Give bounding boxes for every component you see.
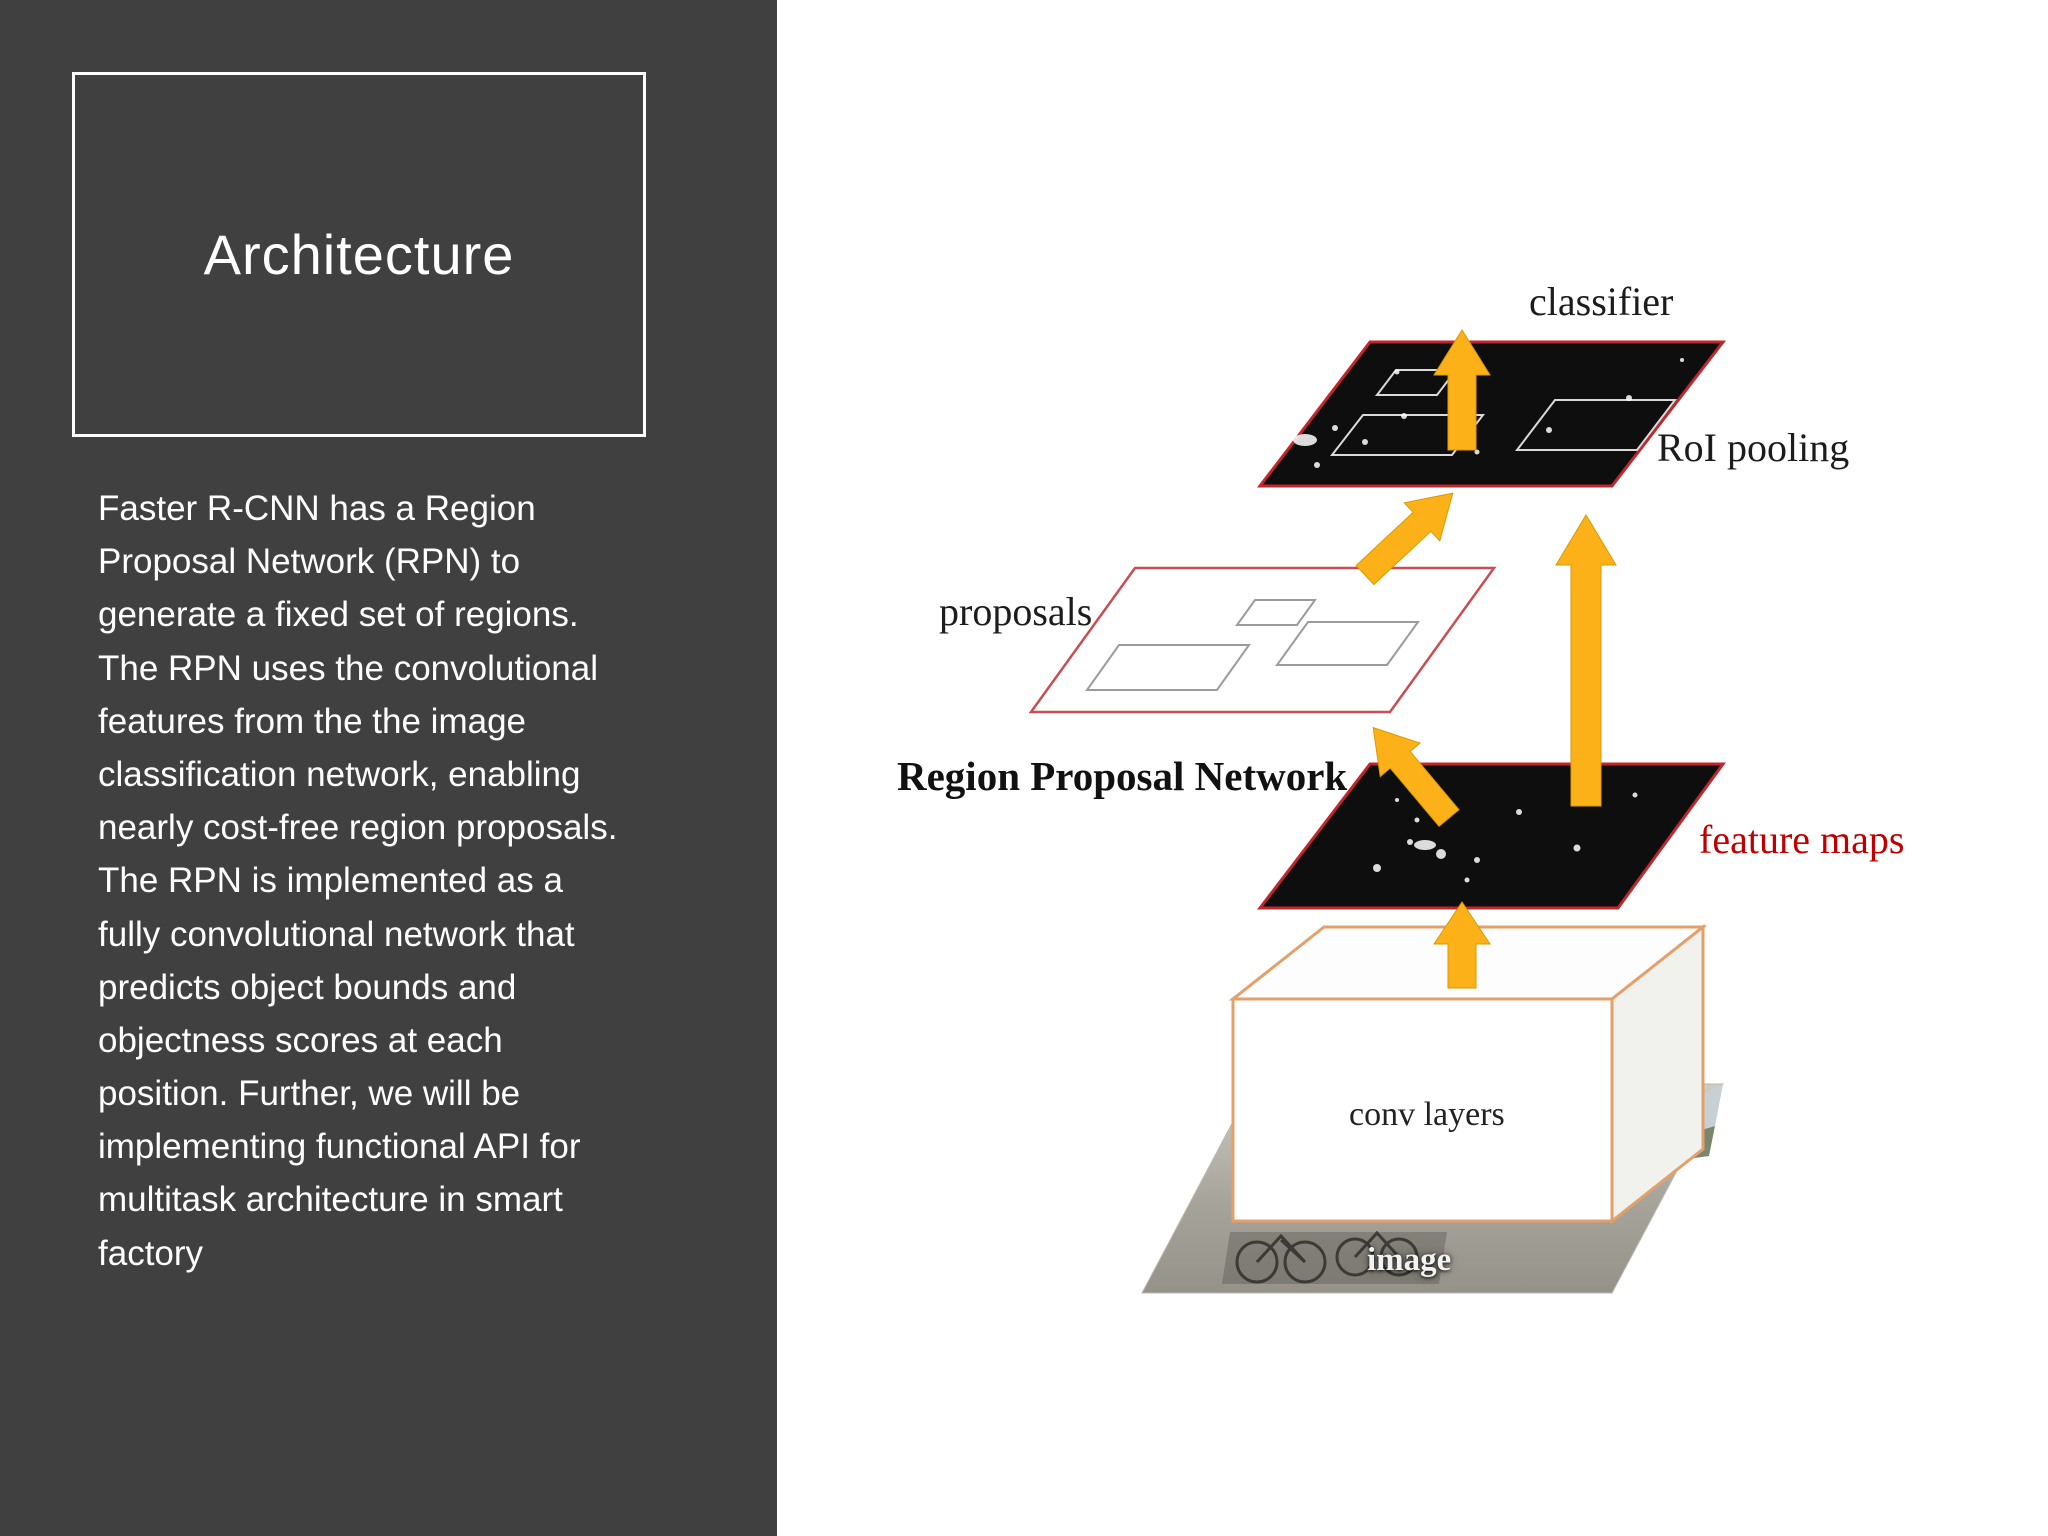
conv-box-front-face	[1231, 997, 1614, 1223]
label-image: image	[1367, 1242, 1452, 1278]
conv-layers-box	[1228, 923, 1708, 1225]
label-region-proposal-network: Region Proposal Network	[897, 753, 1348, 799]
proposal-boxes	[1085, 599, 1420, 691]
label-proposals: proposals	[939, 589, 1093, 634]
feature-maps-plane	[1256, 762, 1726, 910]
label-roi-pooling: RoI pooling	[1657, 425, 1850, 470]
diagram-canvas	[1028, 329, 1727, 1294]
arrow-featuremaps-to-roi	[1555, 514, 1617, 807]
flow-arrows	[1355, 329, 1617, 989]
title-box: Architecture	[72, 72, 646, 437]
proposals-plane	[1028, 566, 1497, 714]
label-classifier: classifier	[1529, 279, 1674, 324]
slide-title: Architecture	[203, 223, 515, 286]
label-conv-layers: conv layers	[1349, 1096, 1505, 1133]
feature-maps-surface	[1256, 762, 1726, 910]
arrow-roi-to-classifier	[1433, 329, 1491, 451]
arrow-conv-to-featuremaps	[1433, 901, 1491, 989]
feature-maps-activations	[1373, 792, 1638, 883]
roi-pooling-surface	[1256, 340, 1727, 488]
faster-rcnn-diagram: classifier RoI pooling proposals Region …	[777, 0, 2048, 1536]
body-text: Faster R-CNN has a Region Proposal Netwo…	[98, 489, 618, 1273]
left-panel: Architecture Faster R-CNN has a Region P…	[0, 0, 777, 1536]
proposals-surface	[1028, 566, 1497, 714]
roi-activations	[1293, 358, 1684, 468]
arrow-proposals-to-roi	[1355, 492, 1454, 586]
arrow-featuremaps-to-proposals	[1372, 726, 1460, 828]
photo-bicycles	[1222, 1230, 1447, 1284]
roi-pooling-plane	[1256, 340, 1727, 488]
label-feature-maps: feature maps	[1699, 817, 1905, 862]
